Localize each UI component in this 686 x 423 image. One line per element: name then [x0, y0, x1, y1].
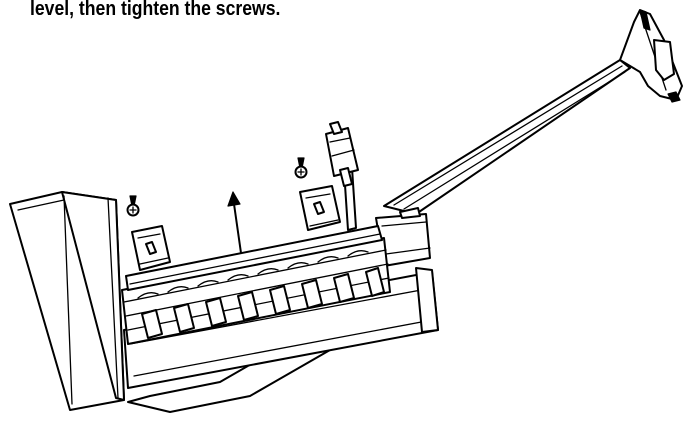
lower-housing	[123, 267, 439, 389]
stripper-rail	[125, 225, 383, 291]
fill-arm	[383, 9, 683, 215]
bracket-post-right	[299, 185, 341, 231]
instruction-caption: level, then tighten the screws.	[30, 0, 281, 20]
bracket-post-left	[131, 225, 171, 271]
ejector-fingers	[141, 267, 385, 339]
upward-arrow	[227, 191, 243, 261]
mold-cavities	[137, 250, 369, 299]
mounting-screw-right	[294, 157, 308, 179]
mounting-screw-left	[126, 195, 140, 217]
control-housing	[9, 191, 125, 411]
fill-cup	[325, 121, 359, 231]
right-bearing	[375, 207, 431, 267]
